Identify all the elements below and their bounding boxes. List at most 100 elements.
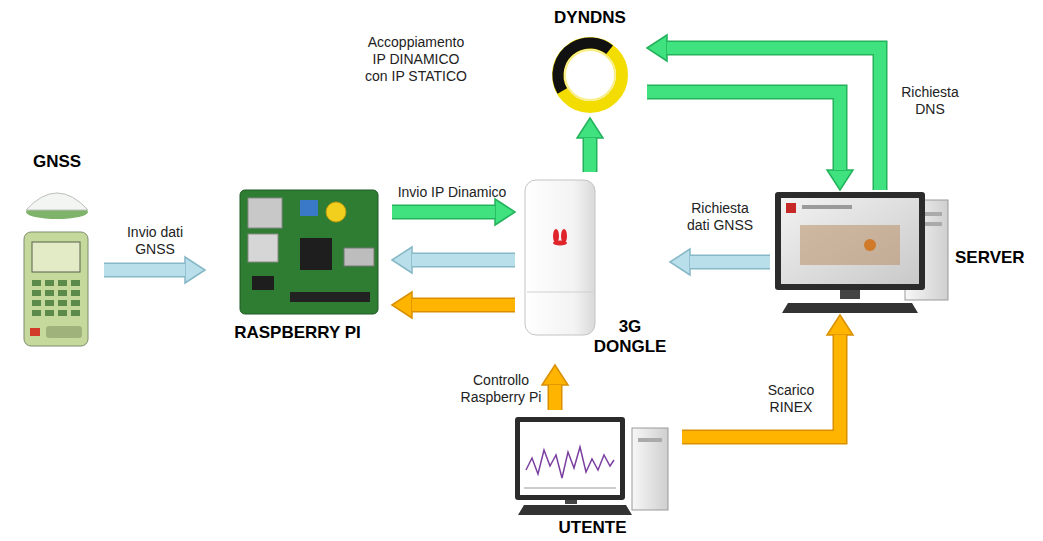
raspberry-board-part	[290, 292, 370, 302]
user-computer	[515, 417, 668, 515]
device-node: 3G DONGLE	[515, 172, 670, 365]
arrow-outline	[583, 138, 598, 172]
arrow-body	[412, 254, 515, 266]
server-computer-part	[781, 198, 919, 284]
arrow-label: Controllo Raspberry Pi	[458, 372, 544, 406]
arrow-body	[412, 299, 515, 311]
arrow-label: Richiesta dati GNSS	[684, 200, 756, 234]
user-computer-part	[526, 447, 614, 478]
dyndns-logo-part	[565, 50, 615, 100]
gnss-receiver-part-part	[32, 290, 41, 296]
node-label: GNSS	[12, 152, 102, 172]
user-computer-part	[524, 488, 616, 489]
block-arrow	[542, 365, 568, 410]
node-label: RASPBERRY PI	[205, 323, 390, 343]
arrow-label-box: Invio dati GNSS	[120, 224, 190, 258]
server-computer-part	[782, 303, 918, 313]
arrow-head	[495, 199, 515, 225]
node-label: 3G DONGLE	[592, 317, 668, 358]
server-computer-part	[800, 225, 900, 265]
arrow-outline	[392, 205, 495, 220]
arrow-label-box: Richiesta DNS	[895, 84, 965, 118]
block-arrow	[392, 199, 515, 225]
note-label-box: Accoppiamento IP DINAMICO con IP STATICO	[362, 34, 470, 84]
device-node: UTENTE	[505, 410, 682, 541]
gnss-receiver-part-part	[32, 310, 41, 316]
arrow-body	[667, 48, 880, 190]
user-computer-part	[515, 417, 625, 500]
gnss-receiver-part-part	[45, 300, 54, 306]
user-computer-part	[632, 428, 668, 510]
arrow-label-box: Invio IP Dinamico	[393, 184, 511, 201]
arrow-outline	[647, 92, 840, 170]
arrow-body	[690, 256, 770, 268]
arrow-head	[670, 249, 690, 275]
arrow-body	[584, 138, 596, 172]
arrow-outline	[667, 48, 880, 190]
gnss-receiver-part-part	[58, 300, 67, 306]
gnss-receiver-part-part	[58, 290, 67, 296]
arrow-head	[392, 247, 412, 273]
arrow-label-box: Controllo Raspberry Pi	[458, 372, 544, 406]
note-label: Accoppiamento IP DINAMICO con IP STATICO	[362, 34, 470, 84]
arrow-head	[542, 365, 568, 385]
user-computer-part	[565, 500, 577, 504]
block-arrow	[670, 249, 770, 275]
raspberry-board-part	[344, 248, 374, 266]
usb-dongle-part	[527, 292, 593, 293]
raspberry-board	[240, 190, 378, 314]
user-computer-part	[638, 438, 662, 442]
node-label: DYNDNS	[535, 8, 645, 28]
usb-dongle-part	[525, 180, 595, 335]
user-computer-part	[520, 422, 620, 495]
block-arrow	[392, 247, 515, 273]
arrow-outline	[548, 385, 563, 410]
arrow-label: Richiesta DNS	[895, 84, 965, 118]
arrow-outline	[690, 255, 770, 270]
server-computer-part	[802, 205, 852, 209]
gnss-receiver-part	[30, 328, 40, 336]
raspberry-board-part	[326, 202, 346, 222]
raspberry-board-part	[248, 234, 278, 262]
arrow-outline	[412, 298, 515, 313]
node-label: UTENTE	[505, 518, 680, 538]
server-computer-part	[786, 203, 796, 213]
gnss-receiver-part-part	[45, 310, 54, 316]
gnss-receiver-part-part	[45, 290, 54, 296]
arrow-body	[647, 92, 840, 170]
server-computer-part	[775, 192, 925, 290]
user-computer-part	[518, 505, 632, 515]
gnss-receiver-part-part	[58, 310, 67, 316]
dyndns-logo	[546, 31, 633, 118]
usb-dongle-part	[553, 241, 567, 246]
block-arrow	[647, 92, 853, 190]
block-arrow	[647, 35, 880, 190]
block-arrow	[577, 118, 603, 172]
arrow-head	[185, 257, 205, 283]
raspberry-board-part	[300, 238, 332, 270]
arrow-label-box: Scarico RINEX	[756, 382, 826, 416]
raspberry-board-part	[240, 190, 378, 314]
arrow-outline	[682, 335, 840, 437]
gnss-receiver-part	[32, 242, 80, 272]
gnss-receiver-part-part	[32, 300, 41, 306]
gnss-receiver-part-part	[45, 280, 54, 286]
server-computer	[775, 192, 948, 313]
gnss-receiver-part-part	[71, 290, 80, 296]
arrow-head	[647, 35, 667, 61]
device-node: DYNDNS	[535, 6, 647, 118]
arrow-outline	[104, 263, 185, 278]
arrow-head	[827, 170, 853, 190]
gnss-receiver-part-part	[58, 280, 67, 286]
node-label: SERVER	[955, 248, 1030, 268]
arrow-label: Scarico RINEX	[756, 382, 826, 416]
gnss-receiver-part-part	[71, 300, 80, 306]
device-node: RASPBERRY PI	[205, 185, 392, 350]
arrow-head	[827, 315, 853, 335]
gnss-antenna-part	[26, 193, 88, 210]
device-node: GNSS	[12, 150, 104, 350]
